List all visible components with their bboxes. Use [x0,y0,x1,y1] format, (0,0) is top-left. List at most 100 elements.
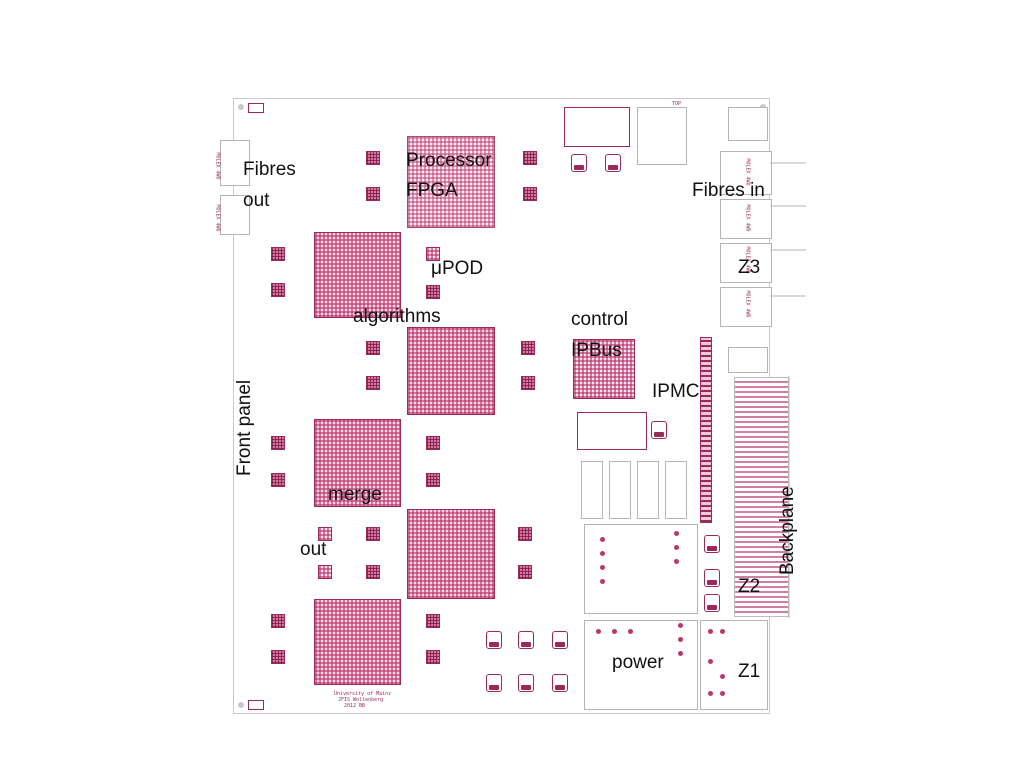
pad-square [523,187,537,201]
pcb-board: MOLEX 4WD MOLEX 4WD University of Mainz … [215,98,789,714]
out-chip-bottom [318,565,332,579]
label-fpga: FPGA [406,180,458,201]
label-z2: Z2 [738,576,761,597]
label-out: out [300,539,327,560]
front-connector-bottom [220,195,250,235]
pad-square [426,473,440,487]
label-merge: merge [328,484,382,505]
algorithm-fpga-3 [407,509,495,599]
label-front-panel: Front panel [234,379,255,476]
pad-square [426,650,440,664]
pin [674,559,679,564]
algorithm-fpga-4 [314,599,401,685]
label-processor: Processor [406,150,492,171]
pin [708,659,713,664]
mount-hole-tl [238,104,244,110]
top-block [564,107,630,147]
label-power: power [612,652,664,673]
label-fibres-out-2: out [243,190,270,211]
control-ipbus-chip [573,339,635,399]
fibre-in-connector-1 [720,151,772,195]
relay-module [609,461,631,519]
label-z1: Z1 [738,661,761,682]
algorithm-fpga-2 [407,327,495,415]
out-chip-top [318,527,332,541]
capacitor [552,674,568,692]
capacitor [571,154,587,172]
pad-square [518,527,532,541]
pad-square [426,285,440,299]
pin [720,629,725,634]
label-mupod: μPOD [431,258,484,279]
pin [678,651,683,656]
credit-line-2: JFIS Wollenberg [338,697,384,703]
capacitor [651,421,667,439]
merge-fpga [314,419,401,507]
label-fibres-out-1: Fibres [243,159,296,180]
label-ipmc: IPMC [652,381,700,402]
algorithm-fpga-1 [314,232,401,318]
capacitor [552,631,568,649]
relay-module [665,461,687,519]
corner-pad-tl [248,103,264,113]
label-backplane: Backplane [777,486,798,575]
pad-square [366,376,380,390]
pin [720,674,725,679]
front-connector-bottom-text: MOLEX 4WD [214,204,221,232]
pin [674,545,679,550]
top-text: TOP [672,101,682,107]
pad-square [271,650,285,664]
capacitor [518,674,534,692]
fibre-in-connector-3 [720,243,772,283]
pad-square [271,247,285,261]
processor-fpga-chip [407,136,495,228]
fibre-in-connector-4 [720,287,772,327]
relay-module [581,461,603,519]
pin [600,579,605,584]
pad-square [518,565,532,579]
pad-square [366,565,380,579]
pad-square [426,614,440,628]
pin [708,629,713,634]
fibre-in-connector-4-text: MOLEX 4WD [744,290,751,318]
power-module [584,620,698,710]
pad-square [271,473,285,487]
capacitor [704,594,720,612]
pin [596,629,601,634]
pad-square [366,187,380,201]
pin [600,551,605,556]
capacitor [486,631,502,649]
pad-square [426,436,440,450]
credit-line-3: 2012 BB [344,703,366,709]
pad-square [366,527,380,541]
pad-square [271,614,285,628]
pin [678,637,683,642]
backplane-connector [734,377,789,617]
label-control: control [571,309,629,330]
ipmc-bar [700,337,712,523]
label-fibres-in: Fibres in [692,180,765,201]
label-algorithms: algorithms [353,306,441,327]
credit-line-1: University of Mainz [334,691,392,697]
pin [708,691,713,696]
corner-pad-bl [248,700,264,710]
top-block-2 [637,107,687,165]
pin [678,623,683,628]
capacitor [704,569,720,587]
pin [674,531,679,536]
label-z3: Z3 [738,257,761,278]
ipmc-block [577,412,647,450]
pad-square [521,341,535,355]
pad-square [271,436,285,450]
pad-square [521,376,535,390]
mupod-chip [426,247,440,261]
front-connector-top [220,140,250,186]
capacitor [605,154,621,172]
pin [600,537,605,542]
fibre-in-connector-2 [720,199,772,239]
pin [612,629,617,634]
label-ipbus: IPBus [571,340,622,361]
front-connector-top-text: MOLEX 4WD [214,152,221,180]
pad-square [366,151,380,165]
capacitor [486,674,502,692]
